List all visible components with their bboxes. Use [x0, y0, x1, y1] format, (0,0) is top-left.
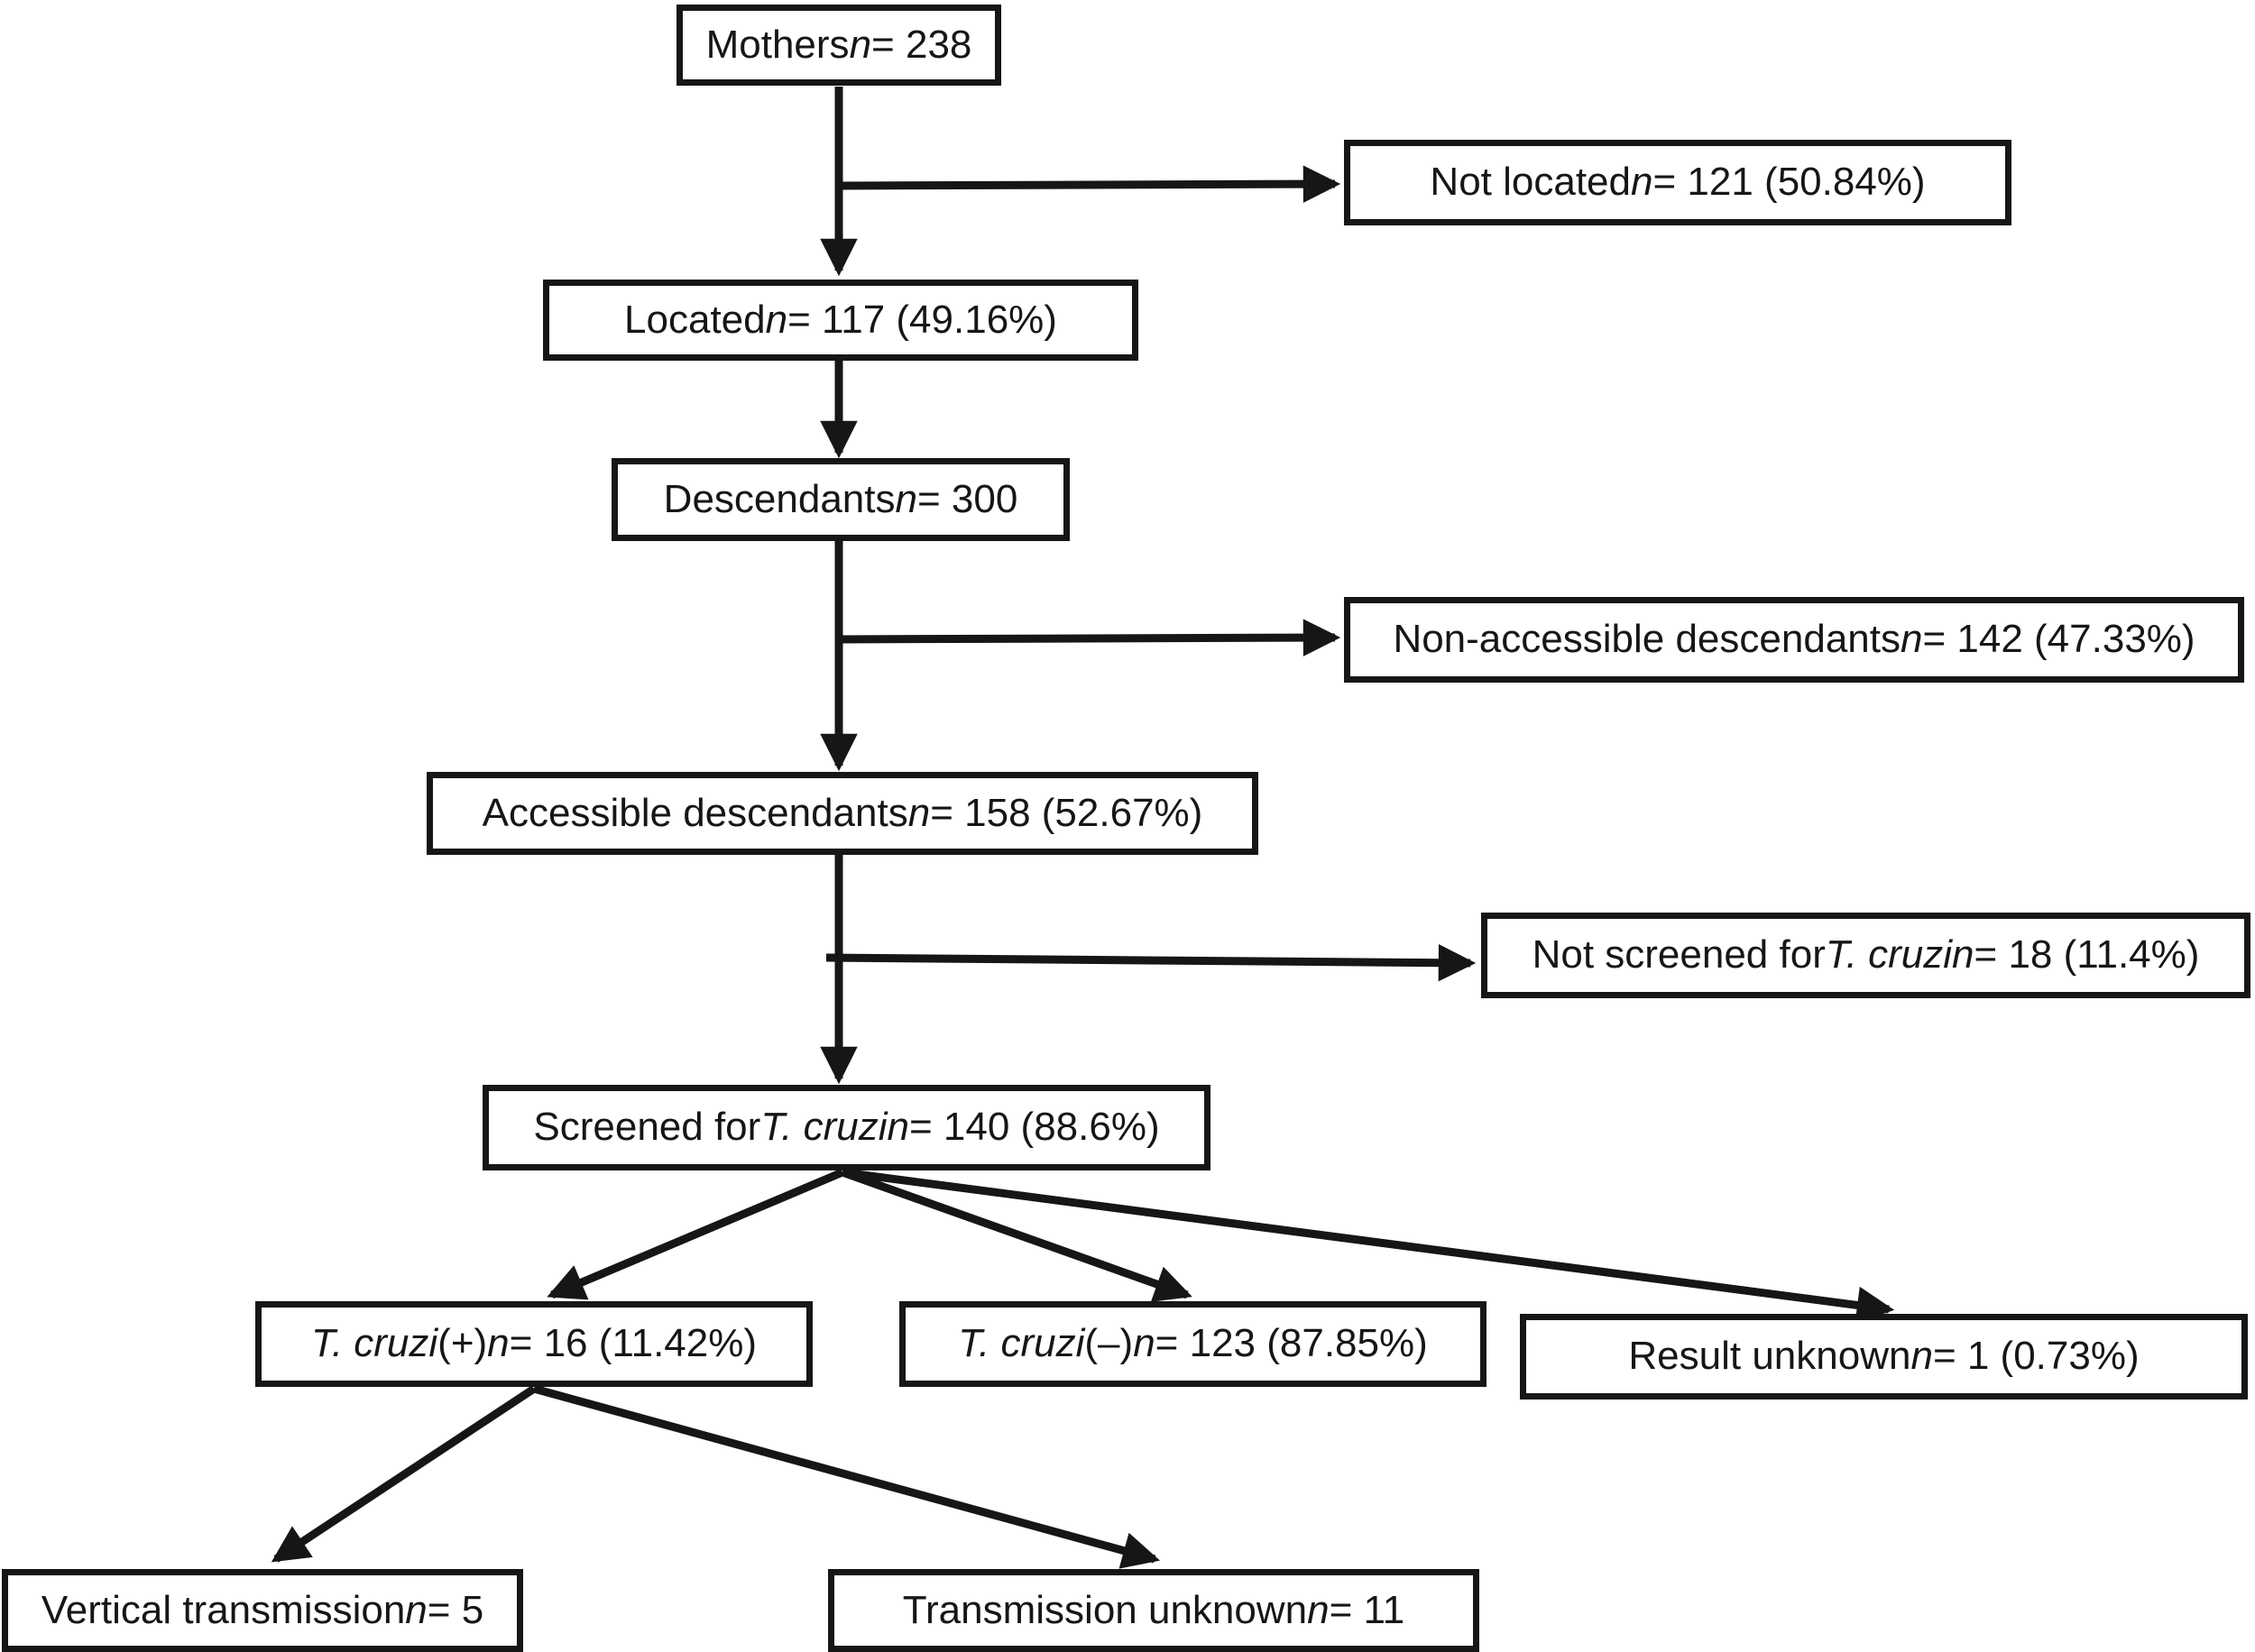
- label-italic: n: [1952, 932, 1974, 977]
- label-italic: n: [1910, 1334, 1933, 1379]
- label-text: Non-accessible descendants: [1393, 617, 1901, 662]
- label-italic: n: [1307, 1587, 1330, 1632]
- label-text: = 140 (88.6%): [908, 1105, 1160, 1150]
- arrow-positive-to-vertical: [271, 1385, 537, 1563]
- box-transmission-unknown: Transmission unknown n = 11: [828, 1569, 1479, 1652]
- label-text: Accessible descendants: [482, 790, 908, 835]
- arrow-positive-to-unknown: [532, 1384, 1160, 1569]
- label-italic: n: [765, 297, 788, 342]
- label-text: Located: [624, 297, 766, 342]
- arrow-to-non-accessible: [838, 619, 1341, 656]
- label-text: Not screened for: [1532, 932, 1826, 977]
- box-result-unknown: Result unknown n = 1 (0.73%): [1520, 1314, 2248, 1400]
- arrow-screened-to-negative: [841, 1168, 1192, 1302]
- box-mothers: Mothers n = 238: [676, 5, 1001, 86]
- label-text: Screened for: [533, 1105, 761, 1150]
- label-text: = 11: [1329, 1587, 1405, 1632]
- label-text: Not located: [1430, 160, 1631, 205]
- box-tcruzi-negative: T. cruzi (–) n = 123 (87.85%): [899, 1301, 1486, 1387]
- box-vertical-transmission: Vertical transmission n = 5: [2, 1569, 523, 1652]
- arrow-screened-to-result-unknown: [842, 1168, 1895, 1324]
- label-text: Result unknown: [1628, 1334, 1911, 1379]
- label-text: Vertical transmission: [41, 1587, 406, 1632]
- label-text: = 142 (47.33%): [1922, 617, 2195, 662]
- label-italic: n: [405, 1587, 428, 1632]
- label-italic: n: [849, 22, 872, 67]
- label-text: = 123 (87.85%): [1155, 1321, 1428, 1366]
- label-text: = 300: [916, 476, 1018, 521]
- label-text: = 238: [871, 22, 972, 67]
- label-italic: T. cruzi: [958, 1321, 1085, 1366]
- box-screened: Screened for T. cruzi n = 140 (88.6%): [483, 1085, 1210, 1170]
- label-italic: T. cruzi: [760, 1105, 888, 1150]
- label-italic: n: [1133, 1321, 1155, 1366]
- label-text: (+): [437, 1321, 488, 1366]
- box-located: Located n = 117 (49.16%): [543, 280, 1138, 361]
- label-text: Transmission unknown: [902, 1587, 1308, 1632]
- label-italic: n: [887, 1105, 909, 1150]
- label-text: = 18 (11.4%): [1974, 932, 2200, 977]
- arrow-to-not-located: [838, 165, 1341, 203]
- arrow-screened-to-positive: [547, 1168, 844, 1300]
- label-italic: T. cruzi: [310, 1321, 438, 1366]
- label-text: = 158 (52.67%): [930, 790, 1203, 835]
- arrow-to-not-screened: [825, 944, 1477, 982]
- label-text: = 121 (50.84%): [1652, 160, 1926, 205]
- box-non-accessible-descendants: Non-accessible descendants n = 142 (47.3…: [1344, 597, 2244, 683]
- label-italic: n: [487, 1321, 510, 1366]
- label-italic: n: [907, 790, 931, 835]
- label-text: = 5: [427, 1587, 484, 1632]
- label-text: = 117 (49.16%): [787, 297, 1057, 342]
- box-not-located: Not located n = 121 (50.84%): [1344, 140, 2011, 225]
- box-not-screened: Not screened for T. cruzi n = 18 (11.4%): [1481, 913, 2250, 998]
- label-italic: n: [1900, 617, 1923, 662]
- box-descendants: Descendants n = 300: [612, 458, 1070, 541]
- label-italic: n: [895, 476, 917, 521]
- label-italic: T. cruzi: [1825, 932, 1953, 977]
- label-italic: n: [1631, 160, 1653, 205]
- label-text: = 16 (11.42%): [509, 1321, 758, 1366]
- box-accessible-descendants: Accessible descendants n = 158 (52.67%): [427, 772, 1258, 855]
- label-text: = 1 (0.73%): [1932, 1334, 2140, 1379]
- label-text: (–): [1084, 1321, 1134, 1366]
- label-text: Descendants: [663, 476, 896, 521]
- box-tcruzi-positive: T. cruzi (+) n = 16 (11.42%): [255, 1301, 813, 1387]
- label-text: Mothers: [705, 22, 850, 67]
